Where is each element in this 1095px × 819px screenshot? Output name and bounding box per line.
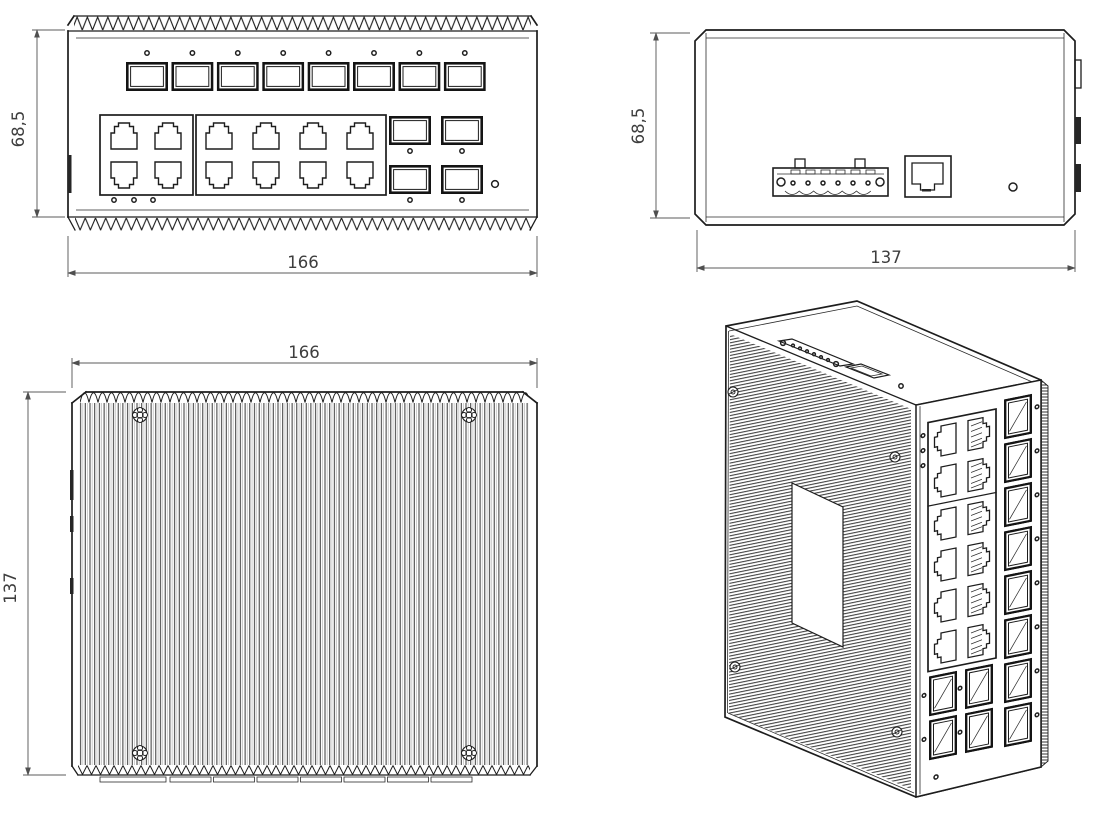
fin-bottoms (78, 765, 530, 775)
rj45-block-right (195, 114, 387, 196)
rj45-port (299, 122, 327, 150)
sfp-slot (965, 663, 993, 709)
dimension-label: 166 (288, 343, 320, 362)
bottom-cage-tabs (99, 776, 473, 783)
depth-dimension-top: 137 (696, 230, 1076, 272)
sfp-cage (443, 62, 486, 91)
rj45-port (346, 122, 374, 150)
dimension-label: 137 (1, 572, 20, 604)
sfp-cage (262, 62, 305, 91)
sfp-slot (1004, 438, 1032, 484)
rj45-port (110, 122, 138, 150)
rj45-port (154, 161, 182, 189)
mounting-screw (460, 406, 478, 424)
rj45-port (110, 161, 138, 189)
ground-screw (1008, 182, 1018, 192)
heatsink-fins (79, 403, 529, 765)
sfp-cage (398, 62, 441, 91)
mounting-screw (131, 744, 149, 762)
sfp-slot (1004, 482, 1032, 528)
sfp-slot (965, 707, 993, 753)
dimension-label: 68,5 (629, 108, 648, 145)
sfp-slot (1004, 658, 1032, 704)
chassis-outline (694, 29, 1076, 226)
sfp-block-right (389, 116, 483, 203)
height-dimension-front: 68,5 (9, 29, 65, 218)
rj45-block-left (99, 114, 194, 196)
fin-edge-strip (1040, 379, 1049, 768)
sfp-slot (441, 116, 483, 145)
din-rail-tabs (1074, 59, 1082, 192)
sfp-cage (307, 62, 350, 91)
led-row-top (144, 50, 468, 56)
sfp-cage (126, 62, 168, 91)
sfp-slot (1004, 570, 1032, 616)
rj45-port (205, 122, 233, 150)
mounting-screw (727, 386, 739, 398)
edge-slots (70, 470, 74, 594)
sfp-slot (1004, 614, 1032, 660)
sfp-slot (1004, 702, 1032, 748)
reset-button (490, 179, 500, 189)
sfp-cage-row (126, 62, 486, 91)
depth-dimension-side: 137 (1, 391, 66, 776)
rj45-port (205, 161, 233, 189)
console-port (904, 155, 952, 198)
sfp-slot (929, 715, 957, 761)
width-dimension-front: 166 (67, 236, 538, 277)
status-leds (111, 197, 156, 203)
dimension-label: 137 (870, 248, 902, 267)
sfp-slot (1004, 526, 1032, 572)
mounting-screw (131, 406, 149, 424)
led-dots (920, 404, 1040, 780)
rj45-port (346, 161, 374, 189)
sfp-cage (353, 62, 395, 91)
sfp-cage (216, 62, 259, 91)
sfp-cage (171, 62, 214, 91)
height-dimension-top: 68,5 (629, 32, 690, 219)
sfp-slot (389, 165, 431, 194)
top-view: 68,5 137 (629, 29, 1082, 272)
isometric-view (724, 300, 1049, 798)
mounting-screw (889, 451, 901, 463)
rj45-port (154, 122, 182, 150)
side-view: 166 137 (1, 343, 539, 783)
front-view: 68,5 166 (9, 14, 539, 277)
bottom-fins (75, 217, 531, 231)
front-panel-ports (919, 394, 1040, 795)
width-dimension-side: 166 (71, 343, 538, 388)
dimension-label: 166 (287, 253, 319, 272)
fin-tops (80, 392, 528, 403)
label-area (791, 482, 844, 648)
sfp-slot (1004, 394, 1032, 440)
sfp-slot (389, 116, 431, 145)
mounting-screw (891, 726, 903, 738)
rj45-port (252, 122, 280, 150)
mounting-screw (460, 744, 478, 762)
terminal-block (772, 158, 889, 197)
chassis-outline (66, 14, 539, 231)
din-slot-mark (68, 155, 72, 193)
rj45-port (252, 161, 280, 189)
top-fins (74, 16, 531, 31)
rj45-port (299, 161, 327, 189)
dimension-label: 68,5 (9, 111, 28, 148)
sfp-slot (441, 165, 483, 194)
mounting-screw (729, 661, 741, 673)
sfp-slot (929, 671, 957, 717)
ground-screw (898, 383, 904, 389)
